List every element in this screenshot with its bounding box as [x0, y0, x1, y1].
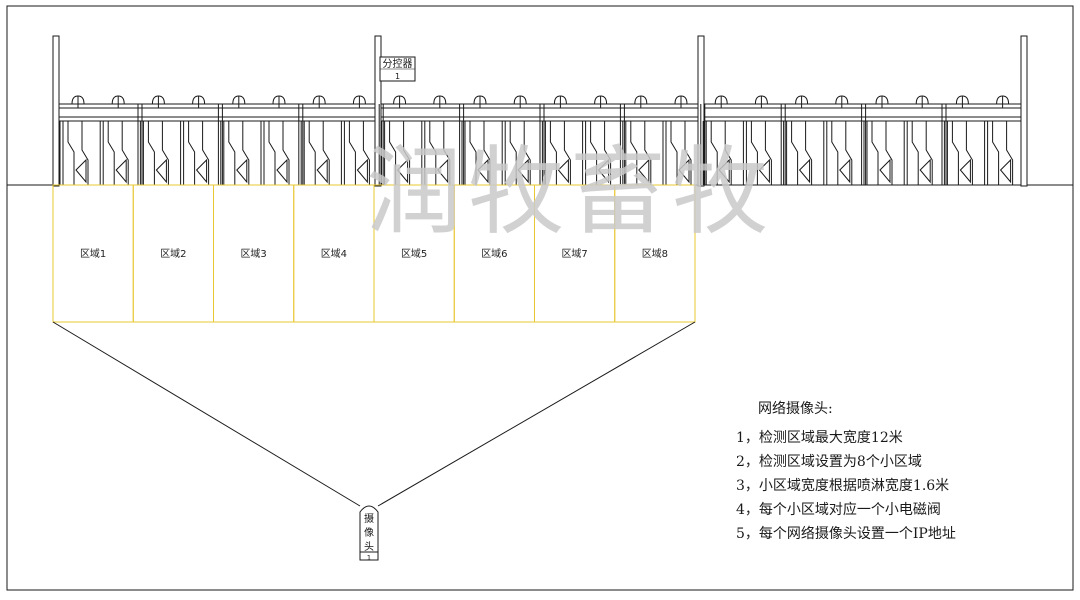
stall-structure — [52, 35, 1028, 187]
controller-label: 分控器 — [383, 57, 413, 70]
camera-label-char-1: 摄 — [364, 512, 374, 525]
sub-controller[interactable]: 分控器 1 — [379, 56, 416, 82]
zone-label-6: 区域6 — [481, 247, 507, 260]
zone-label-1: 区域1 — [80, 247, 106, 260]
zone-label-8: 区域8 — [642, 247, 668, 260]
camera-view-line-right — [377, 321, 696, 507]
note-item-2: 2，检测区域设置为8个小区域 — [736, 454, 922, 470]
notes-heading: 网络摄像头: — [758, 401, 833, 417]
note-item-1: 1，检测区域最大宽度12米 — [736, 430, 903, 446]
note-item-3: 3，小区域宽度根据喷淋宽度1.6米 — [736, 478, 950, 494]
network-camera[interactable]: 摄 像 头 1 — [359, 505, 379, 562]
tall-post — [1020, 35, 1028, 187]
zone-label-5: 区域5 — [401, 247, 427, 260]
zone-label-2: 区域2 — [160, 247, 186, 260]
controller-id: 1 — [395, 72, 400, 81]
note-item-4: 4，每个小区域对应一个小电磁阀 — [736, 502, 941, 518]
camera-label-char-2: 像 — [364, 527, 374, 539]
zone-label-3: 区域3 — [240, 247, 266, 260]
note-item-5: 5，每个网络摄像头设置一个IP地址 — [736, 526, 956, 542]
zone-label-7: 区域7 — [561, 247, 587, 260]
tall-post — [374, 35, 382, 187]
camera-notes: 网络摄像头: 1，检测区域最大宽度12米 2，检测区域设置为8个小区域 3，小区… — [736, 398, 1066, 546]
zone-label-4: 区域4 — [321, 247, 347, 260]
zone-box-8 — [614, 184, 696, 323]
tall-post — [52, 35, 60, 187]
camera-view-line-left — [52, 321, 361, 507]
camera-label-char-3: 头 — [364, 541, 374, 553]
camera-id: 1 — [367, 554, 371, 562]
watermark: 润牧畜牧 — [366, 136, 774, 248]
detection-zones: 区域1 区域2 区域3 区域4 区域5 区域6 区域7 区域8 — [52, 184, 696, 323]
drawing-border — [6, 5, 1074, 591]
